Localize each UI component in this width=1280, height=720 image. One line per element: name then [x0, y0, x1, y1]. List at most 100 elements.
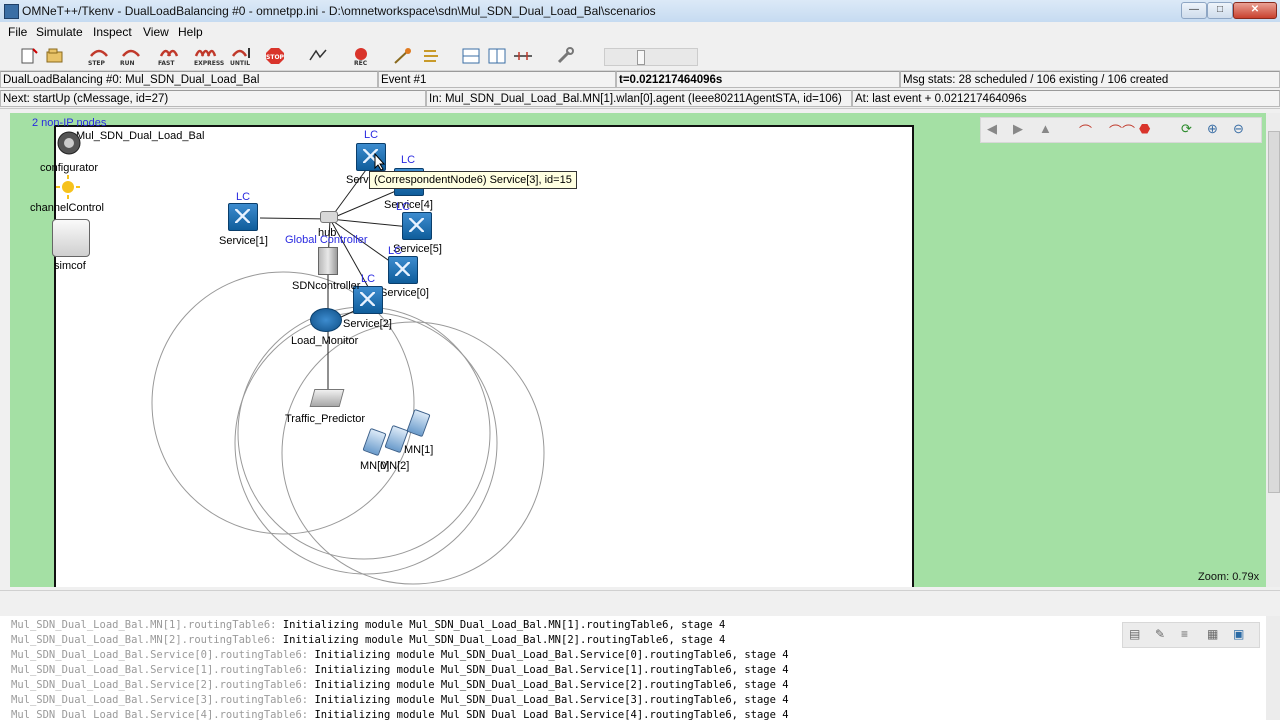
- service5-lc-label: LC: [396, 201, 411, 213]
- status-in: In: Mul_SDN_Dual_Load_Bal.MN[1].wlan[0].…: [426, 90, 852, 107]
- hub-label: hub: [318, 227, 337, 239]
- simcof-icon[interactable]: [52, 219, 90, 257]
- zoom-level: Zoom: 0.79x: [1198, 571, 1260, 583]
- mn2-label: MN[2]: [380, 460, 410, 472]
- record-button[interactable]: REC: [350, 46, 372, 67]
- log-line: Mul_SDN_Dual_Load_Bal.MN[1].routingTable…: [11, 619, 726, 631]
- window-title: OMNeT++/Tkenv - DualLoadBalancing #0 - o…: [22, 4, 656, 18]
- traffic-predictor-label: Traffic_Predictor: [285, 413, 366, 425]
- table-icon[interactable]: ▦: [1207, 627, 1219, 641]
- configurator-icon[interactable]: [56, 130, 82, 156]
- non-ip-nodes-label: 2 non-IP nodes: [32, 117, 107, 129]
- log-line: Mul_SDN_Dual_Load_Bal.MN[2].routingTable…: [11, 634, 726, 646]
- find-icon[interactable]: ✎: [1155, 627, 1166, 641]
- network-links: [151, 158, 545, 585]
- new-network-icon[interactable]: [18, 46, 40, 66]
- menu-simulate[interactable]: Simulate: [36, 25, 83, 39]
- split-view-icon[interactable]: [486, 46, 508, 66]
- timeline-icon[interactable]: [512, 46, 534, 66]
- service0-label: Service[0]: [380, 287, 429, 299]
- zoom-out-icon[interactable]: ⊖: [1233, 121, 1244, 136]
- network-canvas[interactable]: 2 non-IP nodes Mul_SDN_Dual_Load_Bal con…: [10, 113, 1266, 587]
- log-pane[interactable]: Mul_SDN_Dual_Load_Bal.MN[1].routingTable…: [0, 616, 1266, 720]
- network-layout-icon[interactable]: [307, 46, 329, 66]
- load-monitor-router-icon[interactable]: [310, 308, 342, 332]
- pane-splitter[interactable]: [0, 590, 1280, 617]
- toolbar: STEP RUN FAST EXPRESS UNTIL STOP REC: [0, 42, 1280, 71]
- forward-icon[interactable]: ▶: [1013, 121, 1023, 136]
- window-icon[interactable]: ▣: [1233, 627, 1245, 641]
- up-icon[interactable]: ▲: [1039, 121, 1052, 136]
- maximize-button[interactable]: □: [1207, 2, 1233, 19]
- find-inspect-icon[interactable]: [392, 46, 414, 66]
- options-icon[interactable]: [555, 46, 577, 66]
- sdn-controller-label: SDNcontroller: [292, 280, 361, 292]
- channel-control-icon[interactable]: [56, 175, 80, 199]
- step-icon[interactable]: ⌒: [1079, 124, 1093, 139]
- express-button[interactable]: EXPRESS: [194, 46, 224, 67]
- tree-view-icon[interactable]: [460, 46, 482, 66]
- fast-button[interactable]: FAST: [158, 46, 180, 67]
- node-tooltip: (CorrespondentNode6) Service[3], id=15: [369, 171, 577, 189]
- zoom-in-icon[interactable]: ⊕: [1207, 121, 1218, 136]
- status-row-1: DualLoadBalancing #0: Mul_SDN_Dual_Load_…: [0, 71, 1280, 89]
- load-monitor-label: Load_Monitor: [291, 335, 359, 347]
- menu-inspect[interactable]: Inspect: [93, 25, 132, 39]
- run-icon[interactable]: ⌒⌒: [1109, 124, 1136, 139]
- log-line: Mul_SDN_Dual_Load_Bal.Service[0].routing…: [11, 649, 789, 661]
- minimize-button[interactable]: —: [1181, 2, 1207, 19]
- stop-button[interactable]: STOP: [264, 46, 286, 66]
- svg-text:STOP: STOP: [266, 54, 285, 61]
- service1-label: Service[1]: [219, 235, 268, 247]
- service4-lc-label: LC: [401, 154, 416, 166]
- log-scrollbar[interactable]: [1266, 616, 1280, 720]
- canvas-toolbar: ◀ ▶ ▲ ⌒ ⌒⌒ ⬣ ⟳ ⊕ ⊖: [980, 117, 1262, 143]
- service4-label: Service[4]: [384, 199, 433, 211]
- hub-icon[interactable]: [320, 211, 338, 223]
- sdn-controller-icon[interactable]: [318, 247, 338, 275]
- service1-lc-label: LC: [236, 191, 251, 203]
- stop-icon[interactable]: ⬣: [1139, 121, 1151, 136]
- service5-label: Service[5]: [393, 243, 442, 255]
- status-next: Next: startUp (cMessage, id=27): [0, 90, 426, 107]
- status-msgstats: Msg stats: 28 scheduled / 106 existing /…: [900, 71, 1280, 88]
- status-time: t=0.021217464096s: [616, 71, 900, 88]
- title-bar: OMNeT++/Tkenv - DualLoadBalancing #0 - o…: [0, 0, 1280, 23]
- global-controller-label: Global Controller: [285, 234, 368, 246]
- filter-icon[interactable]: [420, 46, 442, 66]
- service5-router-icon[interactable]: [402, 212, 432, 240]
- service2-label: Service[2]: [343, 318, 392, 330]
- refresh-icon[interactable]: ⟳: [1181, 121, 1192, 136]
- speed-slider[interactable]: [604, 48, 698, 66]
- log-toolbar: ▤ ✎ ≡ ▦ ▣: [1122, 622, 1260, 648]
- menu-view[interactable]: View: [143, 25, 169, 39]
- service1-router-icon[interactable]: [228, 203, 258, 231]
- run-button[interactable]: RUN: [120, 46, 142, 67]
- canvas-scrollbar[interactable]: [1266, 113, 1280, 587]
- network-name-label: Mul_SDN_Dual_Load_Bal: [76, 130, 205, 142]
- step-button[interactable]: STEP: [88, 46, 110, 67]
- menu-file[interactable]: File: [8, 25, 28, 39]
- service3-lc-label: LC: [364, 129, 379, 141]
- network-module-area[interactable]: [54, 125, 914, 587]
- traffic-predictor-icon[interactable]: [309, 389, 345, 407]
- speed-slider-handle[interactable]: [637, 50, 645, 65]
- until-button[interactable]: UNTIL: [230, 46, 252, 67]
- service2-router-icon[interactable]: [353, 286, 383, 314]
- service0-router-icon[interactable]: [388, 256, 418, 284]
- log-line: Mul_SDN_Dual_Load_Bal.Service[3].routing…: [11, 694, 789, 706]
- status-event: Event #1: [378, 71, 616, 88]
- menu-help[interactable]: Help: [178, 25, 203, 39]
- canvas-scrollbar-thumb[interactable]: [1268, 131, 1280, 493]
- back-icon[interactable]: ◀: [987, 121, 997, 136]
- copy-icon[interactable]: ▤: [1129, 627, 1141, 641]
- load-ned-icon[interactable]: [44, 46, 66, 66]
- log-line: Mul_SDN_Dual_Load_Bal.Service[1].routing…: [11, 664, 789, 676]
- status-network: DualLoadBalancing #0: Mul_SDN_Dual_Load_…: [0, 71, 378, 88]
- simcof-label: simcof: [54, 260, 86, 272]
- status-row-2: Next: startUp (cMessage, id=27) In: Mul_…: [0, 90, 1280, 109]
- close-button[interactable]: ✕: [1233, 2, 1277, 19]
- filter-icon[interactable]: ≡: [1181, 627, 1189, 641]
- status-at: At: last event + 0.021217464096s: [852, 90, 1280, 107]
- channel-control-label: channelControl: [30, 202, 104, 214]
